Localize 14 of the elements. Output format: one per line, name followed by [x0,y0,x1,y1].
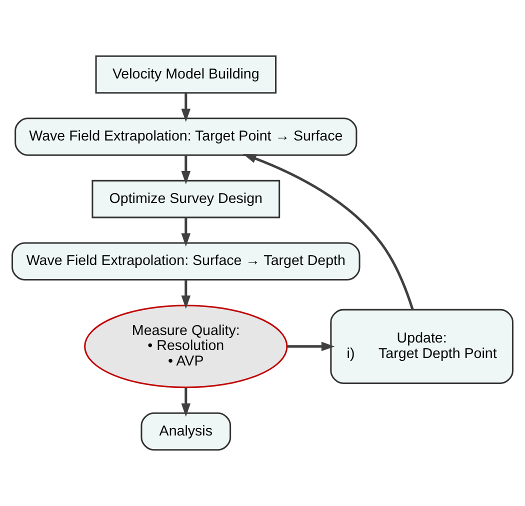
node-box: Wave Field Extrapolation: Surface → Target Depth [12,242,360,281]
arrow [181,92,191,122]
arrow [181,280,191,309]
node-box: Analysis [140,412,232,451]
node-box: Update: i) Target Depth Point [330,308,514,384]
arrow [181,388,191,417]
arrow [287,342,335,352]
node-ellipse: Measure Quality: • Resolution • AVP [84,304,288,388]
arrow [243,154,414,310]
arrow [181,155,191,184]
node-box: Optimize Survey Design [92,180,280,218]
node-box: Velocity Model Building [95,55,277,94]
node-box: Wave Field Extrapolation: Target Point → Surface [14,118,358,156]
arrow [181,218,191,247]
